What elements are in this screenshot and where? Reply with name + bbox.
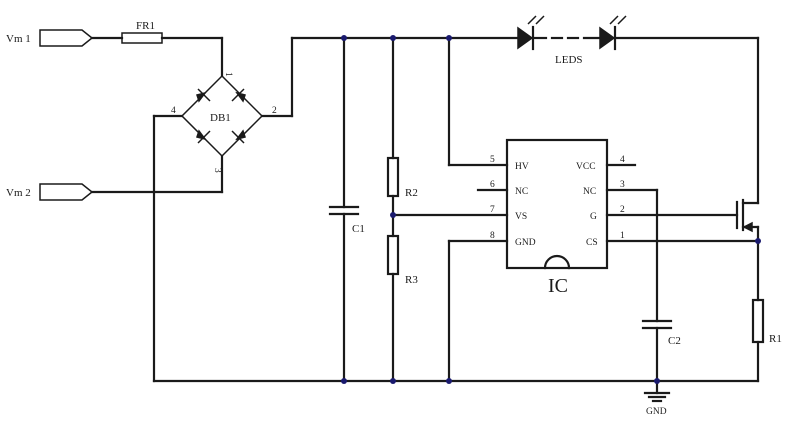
- junction-dot: [446, 378, 452, 384]
- leds-label: LEDS: [555, 54, 583, 66]
- vin2-terminal: Vm 2: [6, 183, 94, 201]
- ic-pin-3-name: NC: [583, 187, 596, 197]
- c1-label: C1: [352, 223, 365, 235]
- led-string: LEDS: [290, 15, 760, 66]
- vin1-label: Vm 1: [6, 33, 31, 45]
- ic-pin-1-num: 1: [620, 231, 625, 241]
- ic-pin-4-num: 4: [620, 155, 625, 165]
- gnd-label: GND: [646, 407, 667, 417]
- ic-pin-5-num: 5: [490, 155, 495, 165]
- junction-dot: [390, 212, 396, 218]
- ic-pin-3-num: 3: [620, 180, 625, 190]
- ic-pin-7-num: 7: [490, 205, 495, 215]
- mosfet-switch: [735, 36, 760, 302]
- junction-dot: [390, 378, 396, 384]
- ic-pin-8-num: 8: [490, 231, 495, 241]
- ic-pin-2-num: 2: [620, 205, 625, 215]
- bridge-pin-2: 2: [272, 106, 277, 116]
- r3-label: R3: [405, 274, 418, 286]
- ic-pin-7-name: VS: [515, 212, 527, 222]
- ic-pin-1-name: CS: [586, 238, 598, 248]
- r1-label: R1: [769, 333, 782, 345]
- resistor-r1: R1: [751, 298, 782, 383]
- ic-pin-6-num: 6: [490, 180, 495, 190]
- ic-chip: IC 5 HV 6 NC 7 VS 8 GND 4 VCC 3 NC 2 G 1…: [391, 36, 760, 383]
- bridge-label: DB1: [210, 112, 231, 124]
- bridge-pin-1: 1: [223, 72, 233, 77]
- capacitor-c1: C1: [328, 36, 365, 383]
- junction-dot: [446, 35, 452, 41]
- junction-dot: [341, 35, 347, 41]
- vin1-terminal: Vm 1: [6, 29, 94, 47]
- junction-dot: [755, 238, 761, 244]
- resistor-r2: R2: [386, 36, 418, 238]
- resistor-r3: R3: [386, 234, 418, 383]
- ic-pin-8-name: GND: [515, 238, 536, 248]
- r2-label: R2: [405, 187, 418, 199]
- junction-dot: [341, 378, 347, 384]
- fuse-fr1: FR1: [90, 20, 224, 44]
- ic-pin-2-name: G: [590, 212, 597, 222]
- ground-symbol: GND: [643, 379, 671, 417]
- c2-label: C2: [668, 335, 681, 347]
- vin2-label: Vm 2: [6, 187, 31, 199]
- junction-dots: [341, 35, 761, 384]
- ic-name: IC: [548, 275, 568, 297]
- junction-dot: [654, 378, 660, 384]
- ic-pin-4-name: VCC: [576, 162, 596, 172]
- junction-dot: [390, 35, 396, 41]
- bridge-pin-3: 3: [212, 168, 222, 173]
- ic-pin-6-name: NC: [515, 187, 528, 197]
- bridge-rectifier-db1: DB1 1 2 3 4: [90, 36, 294, 383]
- fuse-label: FR1: [136, 20, 155, 32]
- capacitor-c2: C2: [641, 188, 681, 383]
- bridge-pin-4: 4: [171, 106, 176, 116]
- ic-pin-5-name: HV: [515, 162, 529, 172]
